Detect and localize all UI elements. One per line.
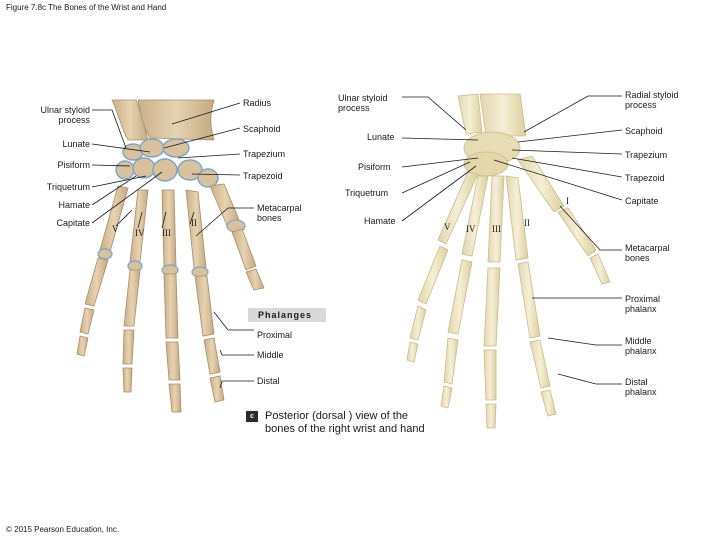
numeral-iv-left: IV <box>135 228 145 238</box>
caption-text: Posterior (dorsal ) view of the bones of… <box>265 410 425 436</box>
phalanges-heading-box: Phalanges <box>248 308 326 322</box>
label-radial-styloid: Radial styloid process <box>625 90 679 110</box>
label-proximal-phalanx: Proximal phalanx <box>625 294 660 314</box>
numeral-i-right: I <box>566 196 569 206</box>
label-trapezium-right: Trapezium <box>625 150 667 160</box>
label-trapezoid-left: Trapezoid <box>243 171 283 181</box>
caption-letter: c <box>246 411 258 422</box>
phalanges-heading: Phalanges <box>258 310 312 320</box>
label-lunate-right: Lunate <box>367 132 395 142</box>
label-distal-phalanx: Distal phalanx <box>625 377 657 397</box>
label-metacarpal-left: Metacarpal bones <box>257 203 302 223</box>
label-scaphoid-right: Scaphoid <box>625 126 663 136</box>
numeral-ii-left: II <box>191 218 197 228</box>
label-ulnar-styloid-left: Ulnar styloid process <box>20 105 90 125</box>
label-trapezoid-right: Trapezoid <box>625 173 665 183</box>
numeral-v-right: V <box>444 222 451 232</box>
label-text: Ulnar styloid process <box>20 105 90 125</box>
numeral-iv-right: IV <box>466 224 476 234</box>
label-hamate-right: Hamate <box>364 216 396 226</box>
label-capitate-right: Capitate <box>625 196 659 206</box>
label-trapezium-left: Trapezium <box>243 149 285 159</box>
label-triquetrum-left: Triquetrum <box>20 182 90 192</box>
numeral-ii-right: II <box>524 218 530 228</box>
numeral-v-left: V <box>112 224 119 234</box>
label-hamate-left: Hamate <box>20 200 90 210</box>
illustrated-hand <box>77 100 264 412</box>
label-proximal: Proximal <box>257 330 292 340</box>
label-distal: Distal <box>257 376 280 386</box>
numeral-iii-right: III <box>492 224 501 234</box>
label-capitate-left: Capitate <box>20 218 90 228</box>
label-middle-phalanx: Middle phalanx <box>625 336 657 356</box>
numeral-iii-left: III <box>162 228 171 238</box>
label-lunate-left: Lunate <box>20 139 90 149</box>
copyright-notice: © 2015 Pearson Education, Inc. <box>6 525 119 534</box>
label-triquetrum-right: Triquetrum <box>345 188 388 198</box>
label-pisiform-left: Pisiform <box>20 160 90 170</box>
label-ulnar-styloid-right: Ulnar styloid process <box>338 93 388 113</box>
label-pisiform-right: Pisiform <box>358 162 391 172</box>
label-radius: Radius <box>243 98 271 108</box>
label-metacarpal-right: Metacarpal bones <box>625 243 670 263</box>
photo-hand <box>407 94 610 428</box>
label-scaphoid-left: Scaphoid <box>243 124 281 134</box>
label-middle: Middle <box>257 350 284 360</box>
